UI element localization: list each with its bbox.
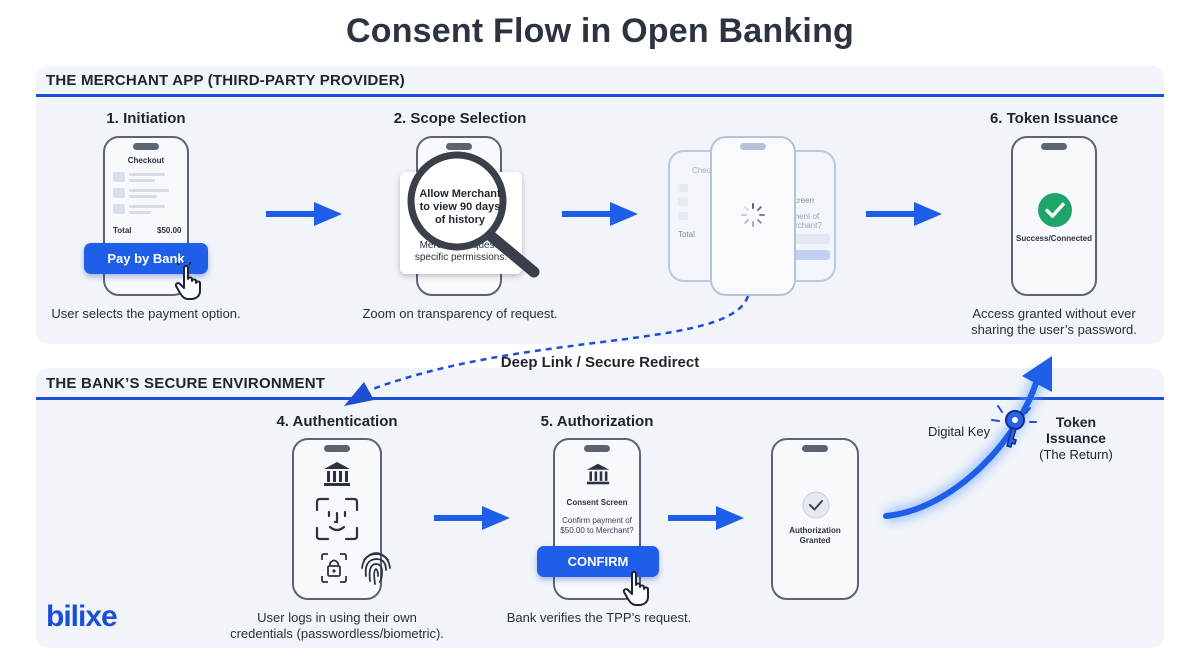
lock-icon xyxy=(321,553,347,583)
item-thumb xyxy=(113,204,125,214)
total-value: $50.00 xyxy=(157,226,182,235)
faded-checkout-title: Chec xyxy=(692,166,711,175)
success-status: Success/Connected xyxy=(1015,234,1093,243)
faded-consent-line: ayment of xyxy=(784,212,820,221)
item-line xyxy=(129,189,169,192)
faded-consent-line: Merchant? xyxy=(784,221,822,230)
step-authentication-title: 4. Authentication xyxy=(276,413,398,430)
merchant-panel: THE MERCHANT APP (THIRD-PARTY PROVIDER) xyxy=(36,66,1164,344)
token-caption-line2: sharing the user’s password. xyxy=(971,322,1137,337)
redirect-label: Deep Link / Secure Redirect xyxy=(500,354,700,371)
return-arrow xyxy=(883,356,1052,523)
granted-status-line1: Authorization xyxy=(789,526,841,535)
brand-logo: bilixe xyxy=(46,600,118,633)
consent-screen-title: Consent Screen xyxy=(566,498,628,507)
token-caption-line1: Access granted without ever xyxy=(972,306,1136,321)
item-line xyxy=(129,205,165,208)
item-line xyxy=(129,179,155,182)
item-thumb xyxy=(113,188,125,198)
faded-consent-title: n Screen xyxy=(782,196,815,205)
checkmark-icon xyxy=(1038,193,1072,227)
redirect-dashed-arrow xyxy=(344,295,750,406)
faded-button xyxy=(782,234,830,244)
phone-notch xyxy=(133,143,159,150)
token-phone: Success/Connected xyxy=(1011,136,1097,296)
face-id-icon xyxy=(315,497,359,541)
faded-button xyxy=(782,250,830,260)
arrow-right-icon xyxy=(866,202,942,226)
authorization-caption: Bank verifies the TPP’s request. xyxy=(506,610,692,625)
return-label-line1: Token xyxy=(1055,414,1097,430)
checkout-title: Checkout xyxy=(127,156,165,165)
return-label-line3: (The Return) xyxy=(1039,447,1113,462)
phone-notch xyxy=(584,445,610,452)
key-icon xyxy=(991,405,1037,448)
spinner-icon xyxy=(741,203,765,227)
authentication-caption-line2: credentials (passwordless/biometric). xyxy=(230,626,444,641)
consent-line: $50.00 to Merchant? xyxy=(560,526,634,535)
redirect-phone xyxy=(710,136,796,296)
digital-key-label: Digital Key xyxy=(928,424,991,439)
fingerprint-icon xyxy=(361,552,391,585)
confirm-button[interactable]: CONFIRM xyxy=(537,546,659,577)
step-scope-title: 2. Scope Selection xyxy=(393,110,527,127)
cursor-hand-icon xyxy=(622,570,649,606)
authentication-caption-line1: User logs in using their own xyxy=(257,610,417,625)
step-token-title: 6. Token Issuance xyxy=(989,110,1119,127)
zoomed-permission-text: Allow Merchant to view 90 days of histor… xyxy=(419,188,501,226)
granted-status-line2: Granted xyxy=(799,536,831,545)
phone-notch xyxy=(1041,143,1067,150)
total-label: Total xyxy=(113,226,132,235)
merchant-panel-heading: THE MERCHANT APP (THIRD-PARTY PROVIDER) xyxy=(46,72,405,89)
granted-phone: Authorization Granted xyxy=(771,438,859,600)
arrow-right-icon xyxy=(266,202,342,226)
faded-thumb xyxy=(678,212,688,220)
magnifier-icon xyxy=(407,151,540,278)
arrow-right-icon xyxy=(668,506,744,530)
initiation-caption: User selects the payment option. xyxy=(51,306,241,321)
phone-notch xyxy=(446,143,472,150)
authentication-phone xyxy=(292,438,382,600)
consent-line: Confirm payment of xyxy=(562,516,632,525)
item-line xyxy=(129,211,151,214)
item-thumb xyxy=(113,172,125,182)
phone-notch xyxy=(802,445,828,452)
merchant-panel-rule xyxy=(36,94,1164,97)
bank-icon xyxy=(324,462,350,486)
bank-icon xyxy=(586,463,610,485)
faded-total: Total xyxy=(678,230,695,239)
arrow-right-icon xyxy=(434,506,510,530)
bank-panel-rule xyxy=(36,397,1164,400)
return-label-line2: Issuance xyxy=(1046,430,1106,446)
step-authorization-title: 5. Authorization xyxy=(540,413,654,430)
item-line xyxy=(129,173,165,176)
checkmark-icon xyxy=(802,491,830,519)
page-title: Consent Flow in Open Banking xyxy=(345,12,855,50)
scope-caption: Zoom on transparency of request. xyxy=(362,306,558,321)
arrow-right-icon xyxy=(562,202,638,226)
phone-notch xyxy=(740,143,766,150)
item-line xyxy=(129,195,157,198)
phone-notch xyxy=(324,445,350,452)
step-initiation-title: 1. Initiation xyxy=(106,110,186,127)
cursor-hand-icon xyxy=(174,262,201,300)
bank-panel-heading: THE BANK’S SECURE ENVIRONMENT xyxy=(46,375,326,392)
faded-thumb xyxy=(678,198,688,206)
faded-thumb xyxy=(678,184,688,192)
